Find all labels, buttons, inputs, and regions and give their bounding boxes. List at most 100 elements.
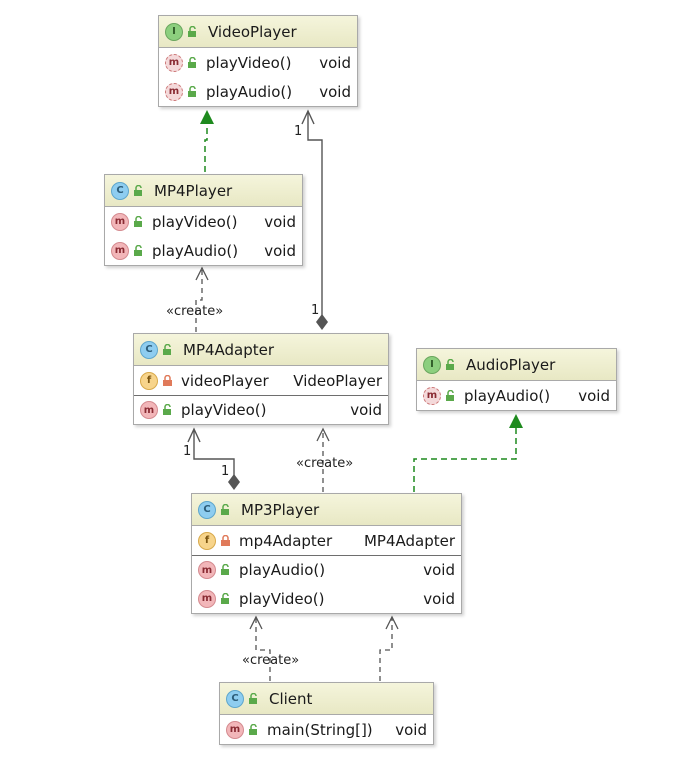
public-lock-icon xyxy=(163,343,171,355)
method-icon: m xyxy=(140,401,158,419)
dependency-client-mp3player-use xyxy=(379,615,399,681)
public-lock-icon xyxy=(446,389,454,401)
class-videoplayer[interactable]: I VideoPlayer m playVideo() void m playA… xyxy=(158,15,358,107)
field-row[interactable]: f videoPlayer VideoPlayer xyxy=(134,366,388,395)
abstract-method-icon: m xyxy=(165,53,183,72)
multiplicity-label: 1 xyxy=(221,464,229,479)
method-name: main(String[]) xyxy=(267,720,373,739)
realization-arrowhead xyxy=(200,110,214,124)
method-row[interactable]: m main(String[]) void xyxy=(220,715,433,744)
create-label: «create» xyxy=(166,304,223,319)
class-header[interactable]: C Client xyxy=(220,683,433,715)
class-header[interactable]: I VideoPlayer xyxy=(159,16,357,48)
open-arrowhead xyxy=(301,109,315,125)
realization-mp4player-videoplayer xyxy=(200,110,214,172)
dependency-mp3player-mp4adapter: «create» xyxy=(296,427,353,492)
method-name: playVideo() xyxy=(152,212,238,231)
open-arrowhead xyxy=(385,615,399,630)
open-arrowhead xyxy=(187,427,201,443)
method-row[interactable]: m playVideo() void xyxy=(134,395,388,424)
class-name: AudioPlayer xyxy=(466,355,556,374)
open-arrowhead xyxy=(249,615,263,630)
public-lock-icon xyxy=(134,215,142,227)
class-header[interactable]: I AudioPlayer xyxy=(417,349,616,381)
method-name: playVideo() xyxy=(239,589,325,608)
field-row[interactable]: f mp4Adapter MP4Adapter xyxy=(192,526,461,555)
method-icon: m xyxy=(111,212,129,231)
field-name: videoPlayer xyxy=(181,371,269,390)
interface-icon: I xyxy=(165,22,183,41)
method-return-type: void xyxy=(578,386,610,405)
composition-diamond xyxy=(316,314,328,330)
association-mp4adapter-videoplayer: 1 1 xyxy=(294,109,328,330)
static-method-icon: m xyxy=(226,720,244,739)
class-header[interactable]: C MP4Player xyxy=(105,175,302,207)
method-return-type: void xyxy=(350,401,382,419)
class-mp4player[interactable]: C MP4Player m playVideo() void m playAud… xyxy=(104,174,303,266)
composition-diamond xyxy=(228,474,240,490)
method-icon: m xyxy=(198,561,216,579)
method-name: playAudio() xyxy=(152,241,239,260)
class-name: MP4Adapter xyxy=(183,340,275,359)
field-type: VideoPlayer xyxy=(293,371,382,390)
method-row[interactable]: m playAudio() void xyxy=(105,236,302,265)
method-icon: m xyxy=(111,241,129,260)
method-icon: m xyxy=(198,589,216,608)
method-return-type: void xyxy=(319,53,351,72)
class-name: Client xyxy=(269,689,313,708)
dependency-client-mp3player: «create» xyxy=(242,615,299,681)
public-lock-icon xyxy=(221,564,229,575)
public-lock-icon xyxy=(446,358,454,370)
private-lock-icon xyxy=(163,374,172,386)
field-type: MP4Adapter xyxy=(363,531,455,550)
abstract-method-icon: m xyxy=(165,82,183,101)
class-icon: C xyxy=(140,340,158,359)
public-lock-icon xyxy=(188,56,196,68)
class-mp4adapter[interactable]: C MP4Adapter f videoPlayer VideoPlayer m… xyxy=(133,333,389,425)
method-return-type: void xyxy=(319,82,351,101)
class-client[interactable]: C Client m main(String[]) void xyxy=(219,682,434,745)
method-name: playVideo() xyxy=(206,53,292,72)
method-return-type: void xyxy=(423,561,455,579)
method-name: playVideo() xyxy=(181,401,267,419)
field-icon: f xyxy=(198,531,216,550)
abstract-method-icon: m xyxy=(423,386,441,405)
dependency-mp4adapter-mp4player: «create» xyxy=(166,266,223,332)
class-audioplayer[interactable]: I AudioPlayer m playAudio() void xyxy=(416,348,617,411)
class-name: VideoPlayer xyxy=(208,22,297,41)
open-arrowhead xyxy=(316,427,330,442)
class-header[interactable]: C MP4Adapter xyxy=(134,334,388,366)
method-row[interactable]: m playVideo() void xyxy=(159,48,357,77)
class-icon: C xyxy=(198,500,216,519)
private-lock-icon xyxy=(221,534,230,546)
method-row[interactable]: m playAudio() void xyxy=(192,555,461,584)
open-arrowhead xyxy=(195,266,209,281)
realization-arrowhead xyxy=(509,414,523,428)
method-name: playAudio() xyxy=(206,82,293,101)
method-row[interactable]: m playVideo() void xyxy=(192,584,461,613)
realization-mp3player-audioplayer xyxy=(413,414,523,492)
method-row[interactable]: m playAudio() void xyxy=(159,77,357,106)
public-lock-icon xyxy=(163,404,171,415)
method-name: playAudio() xyxy=(464,386,551,405)
method-return-type: void xyxy=(264,212,296,231)
class-icon: C xyxy=(111,181,129,200)
class-header[interactable]: C MP3Player xyxy=(192,494,461,526)
field-name: mp4Adapter xyxy=(239,531,333,550)
method-row[interactable]: m playVideo() void xyxy=(105,207,302,236)
class-name: MP4Player xyxy=(154,181,233,200)
public-lock-icon xyxy=(249,723,257,735)
public-lock-icon xyxy=(134,184,142,196)
multiplicity-label: 1 xyxy=(294,124,302,139)
class-name: MP3Player xyxy=(241,500,320,519)
public-lock-icon xyxy=(188,25,196,37)
interface-icon: I xyxy=(423,355,441,374)
public-lock-icon xyxy=(221,503,229,515)
public-lock-icon xyxy=(221,592,229,604)
create-label: «create» xyxy=(296,456,353,471)
field-icon: f xyxy=(140,371,158,390)
method-name: playAudio() xyxy=(239,561,326,579)
method-row[interactable]: m playAudio() void xyxy=(417,381,616,410)
class-mp3player[interactable]: C MP3Player f mp4Adapter MP4Adapter m pl… xyxy=(191,493,462,614)
